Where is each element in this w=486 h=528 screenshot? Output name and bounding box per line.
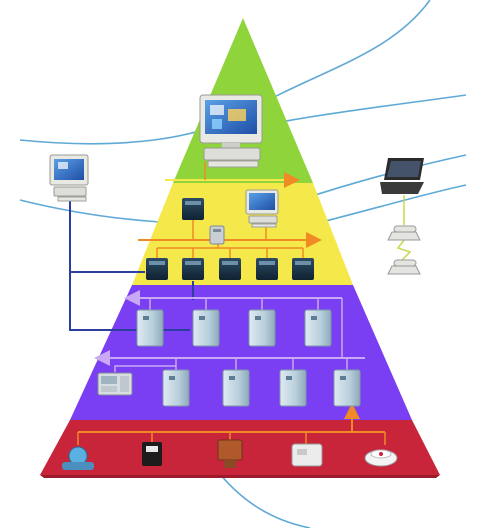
controller-module-icon bbox=[256, 258, 278, 280]
controller-module-icon bbox=[146, 258, 168, 280]
arc-line bbox=[309, 184, 467, 226]
modem-icon bbox=[209, 225, 225, 245]
controller-module-icon bbox=[182, 258, 204, 280]
control-panel-icon bbox=[192, 309, 220, 347]
smoke-detector-icon bbox=[364, 449, 398, 467]
workstation-cable bbox=[69, 200, 145, 273]
control-panel-icon bbox=[304, 309, 332, 347]
control-panel-icon bbox=[162, 369, 190, 407]
valve-actuator-icon bbox=[217, 439, 243, 468]
desk-telephone-icon bbox=[387, 225, 421, 241]
operator-panel-icon bbox=[97, 372, 133, 396]
arc-line bbox=[19, 199, 161, 223]
laptop-icon bbox=[380, 158, 424, 194]
control-panel-icon bbox=[222, 369, 250, 407]
water-meter-icon bbox=[62, 446, 94, 470]
controller-module-icon bbox=[292, 258, 314, 280]
thermostat-icon bbox=[291, 443, 323, 467]
wiring bbox=[69, 162, 412, 445]
controller-module-icon bbox=[182, 198, 204, 220]
computer-workstation-icon bbox=[49, 154, 89, 202]
control-panel-icon bbox=[136, 309, 164, 347]
control-panel-icon bbox=[279, 369, 307, 407]
controller-module-icon bbox=[219, 258, 241, 280]
computer-workstation-icon bbox=[245, 189, 279, 228]
control-panel-icon bbox=[248, 309, 276, 347]
energy-meter-icon bbox=[142, 442, 162, 466]
field-ground-band bbox=[40, 475, 440, 478]
desk-telephone-icon bbox=[387, 259, 421, 275]
control-panel-icon bbox=[333, 369, 361, 407]
computer-workstation-icon bbox=[199, 94, 263, 168]
